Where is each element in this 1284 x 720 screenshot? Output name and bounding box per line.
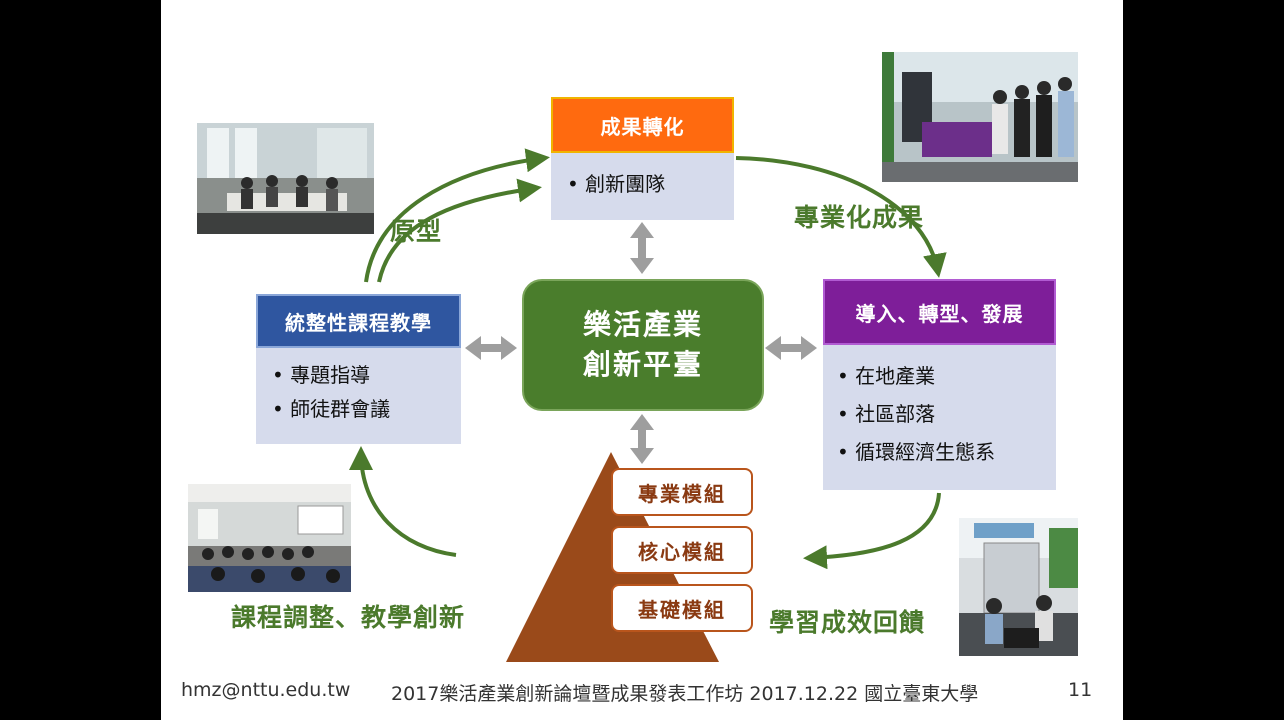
- double-arrow-center-right: [765, 336, 817, 360]
- import-transform-title: 導入、轉型、發展: [823, 279, 1056, 345]
- double-arrow-center-left: [465, 336, 517, 360]
- import-transform-box: 導入、轉型、發展 在地產業 社區部落 循環經濟生態系: [823, 279, 1056, 490]
- integrated-course-box: 統整性課程教學 專題指導 師徒群會議: [256, 294, 461, 444]
- arrow-prototype-to-result: [377, 178, 542, 283]
- innovation-platform-line2: 創新平臺: [582, 348, 703, 381]
- footer: hmz@nttu.edu.tw 2017樂活產業創新論壇暨成果發表工作坊 201…: [181, 679, 1101, 707]
- result-conversion-title: 成果轉化: [551, 97, 734, 153]
- booth-photo: [959, 518, 1078, 656]
- list-item: 循環經濟生態系: [837, 433, 1040, 471]
- label-professional-results: 專業化成果: [794, 203, 925, 232]
- label-prototype: 原型: [390, 217, 443, 246]
- core-module: 核心模組: [611, 526, 753, 574]
- integrated-course-body: 專題指導 師徒群會議: [256, 348, 461, 444]
- footer-email: hmz@nttu.edu.tw: [181, 679, 351, 701]
- foundation-module: 基礎模組: [611, 584, 753, 632]
- double-arrow-center-top: [630, 222, 654, 274]
- slide: 成果轉化 創新團隊 統整性課程教學 專題指導 師徒群會議 導入、轉型、發展 在地…: [161, 0, 1123, 720]
- arrow-course-to-result: [364, 148, 550, 283]
- double-arrow-center-bottom: [630, 414, 654, 464]
- arrow-import-to-feedback: [803, 492, 941, 570]
- list-item: 師徒群會議: [272, 392, 445, 426]
- footer-event: 2017樂活產業創新論壇暨成果發表工作坊 2017.12.22 國立臺東大學: [391, 683, 979, 705]
- innovation-platform-line1: 樂活產業: [582, 308, 703, 341]
- list-item: 社區部落: [837, 395, 1040, 433]
- meeting-photo: [197, 123, 374, 234]
- arrow-result-to-import: [735, 156, 947, 278]
- lecture-photo: [188, 484, 351, 592]
- exhibit-photo: [882, 52, 1078, 182]
- arrow-adjust-to-course: [349, 446, 457, 557]
- list-item: 創新團隊: [567, 167, 718, 201]
- page-number: 11: [1068, 679, 1093, 701]
- result-conversion-body: 創新團隊: [551, 153, 734, 220]
- professional-module: 專業模組: [611, 468, 753, 516]
- label-course-adjustment: 課程調整、教學創新: [231, 603, 466, 632]
- list-item: 在地產業: [837, 357, 1040, 395]
- result-conversion-box: 成果轉化 創新團隊: [551, 97, 734, 220]
- import-transform-body: 在地產業 社區部落 循環經濟生態系: [823, 345, 1056, 490]
- integrated-course-title: 統整性課程教學: [256, 294, 461, 348]
- label-learning-feedback: 學習成效回饋: [769, 608, 926, 637]
- list-item: 專題指導: [272, 358, 445, 392]
- innovation-platform-box: 樂活產業 創新平臺: [522, 279, 764, 411]
